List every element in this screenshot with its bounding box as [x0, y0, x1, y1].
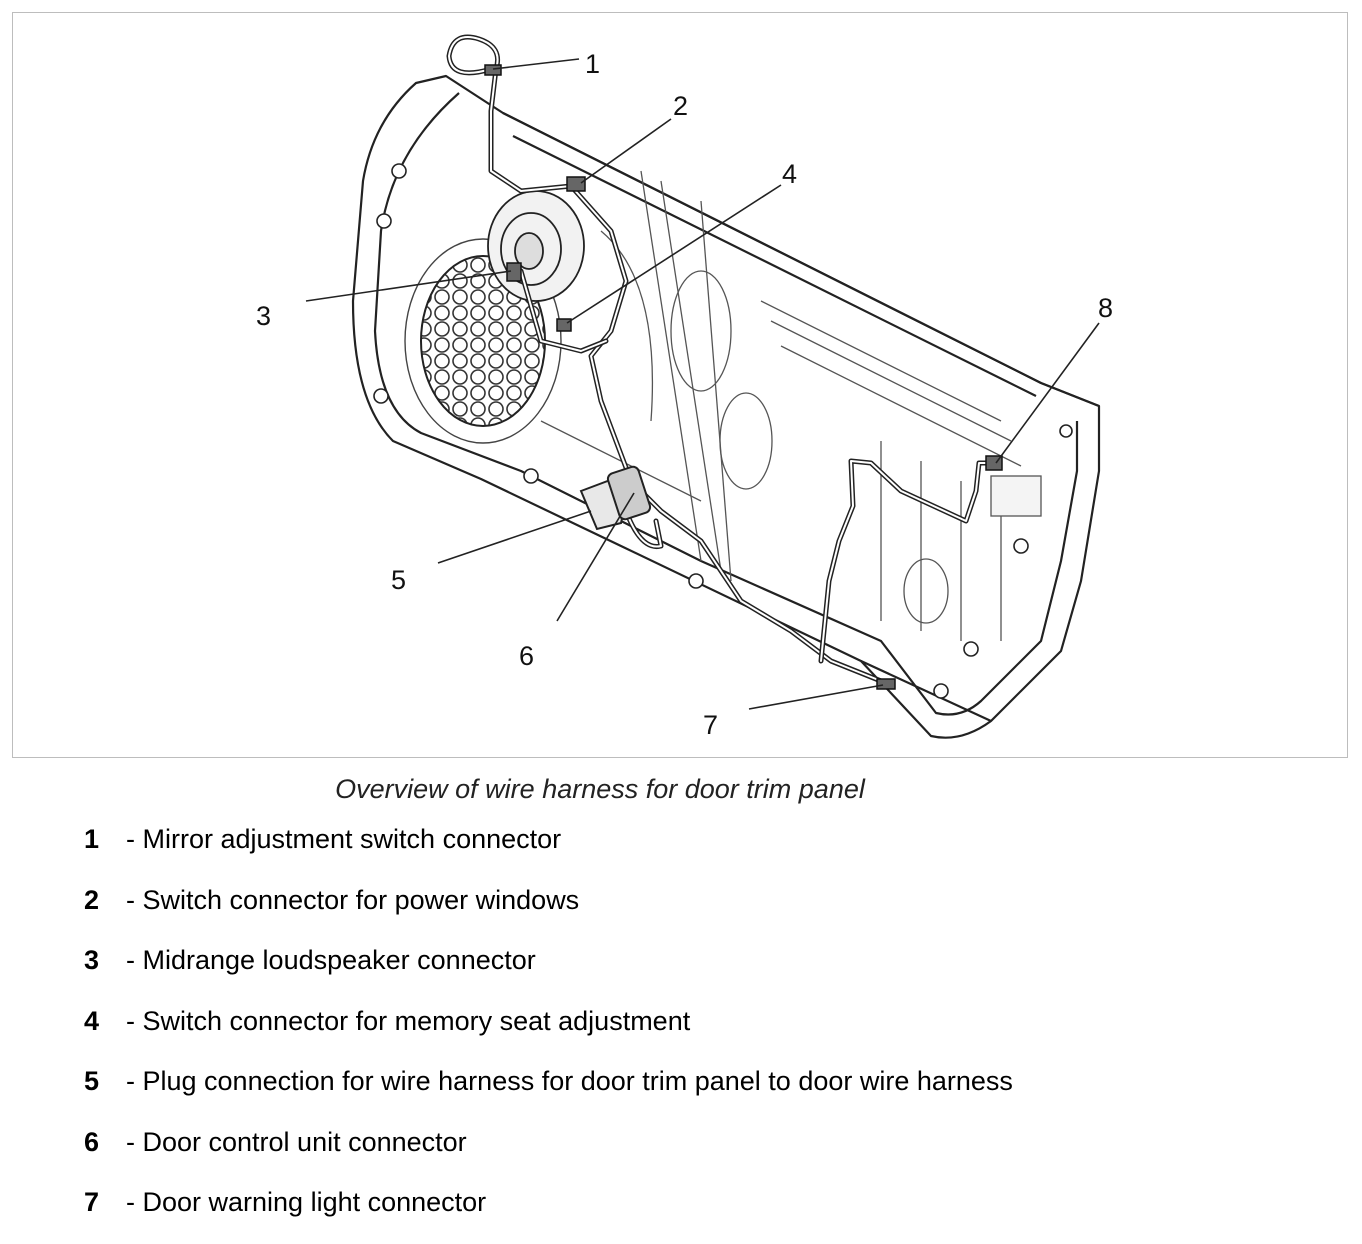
- legend-item: 1 - Mirror adjustment switch connector: [84, 820, 1013, 881]
- callout-5: 5: [391, 565, 406, 595]
- legend-text: - Plug connection for wire harness for d…: [126, 1066, 1013, 1096]
- legend-item: 2 - Switch connector for power windows: [84, 881, 1013, 942]
- callout-6: 6: [519, 641, 534, 671]
- legend-text: - Midrange loudspeaker connector: [126, 945, 536, 975]
- legend-number: 6: [84, 1126, 100, 1157]
- callout-4: 4: [782, 159, 797, 189]
- leader-8: [995, 322, 1100, 464]
- legend-text: - Door control unit connector: [126, 1126, 467, 1157]
- leader-2: [580, 118, 672, 184]
- connector-4: [556, 318, 572, 332]
- legend-number: 4: [84, 1005, 100, 1036]
- fixing-bosses: [373, 163, 1073, 699]
- connectors: [484, 64, 1003, 690]
- legend-item: 5 - Plug connection for wire harness for …: [84, 1062, 1013, 1123]
- connector-1: [484, 64, 502, 76]
- connector-7: [876, 678, 896, 690]
- legend-item: 6 - Door control unit connector: [84, 1123, 1013, 1184]
- callout-8: 8: [1098, 293, 1113, 323]
- legend-number: 3: [84, 945, 100, 975]
- leader-3: [305, 270, 512, 302]
- callout-1: 1: [585, 49, 600, 79]
- door-panel-outline: [351, 74, 1101, 739]
- legend-text: - Door warning light connector: [126, 1187, 487, 1217]
- callout-2: 2: [673, 91, 688, 121]
- legend-number: 7: [84, 1187, 100, 1217]
- figure-frame: 1 2 3 4 5 6 7 8: [12, 12, 1348, 758]
- leader-4: [566, 184, 782, 324]
- connector-2: [566, 176, 586, 192]
- callout-3: 3: [256, 301, 271, 331]
- legend-text: - Switch connector for memory seat adjus…: [126, 1005, 691, 1036]
- leader-6: [556, 492, 635, 622]
- legend-number: 2: [84, 884, 100, 915]
- legend-text: - Mirror adjustment switch connector: [126, 824, 562, 854]
- door-trim-panel-drawing: 1 2 3 4 5 6 7 8: [256, 34, 1113, 740]
- midrange-loudspeaker: [487, 190, 585, 302]
- leader-7: [748, 684, 884, 710]
- legend-number: 5: [84, 1066, 100, 1096]
- leader-5: [437, 510, 592, 564]
- legend-item: 3 - Midrange loudspeaker connector: [84, 941, 1013, 1002]
- legend-item: 4 - Switch connector for memory seat adju…: [84, 1002, 1013, 1063]
- legend-text: - Switch connector for power windows: [126, 884, 580, 915]
- legend-item: 7 - Door warning light connector: [84, 1183, 1013, 1244]
- figure-caption: Overview of wire harness for door trim p…: [335, 774, 865, 804]
- plug-connection: [579, 465, 652, 531]
- leader-lines: [305, 58, 1100, 710]
- callout-7: 7: [703, 710, 718, 740]
- panel-structure: [540, 170, 1042, 641]
- legend-number: 1: [84, 824, 100, 854]
- legend-list: 1- Mirror adjustment switch connector 2-…: [84, 820, 1013, 1244]
- leader-1: [492, 58, 580, 70]
